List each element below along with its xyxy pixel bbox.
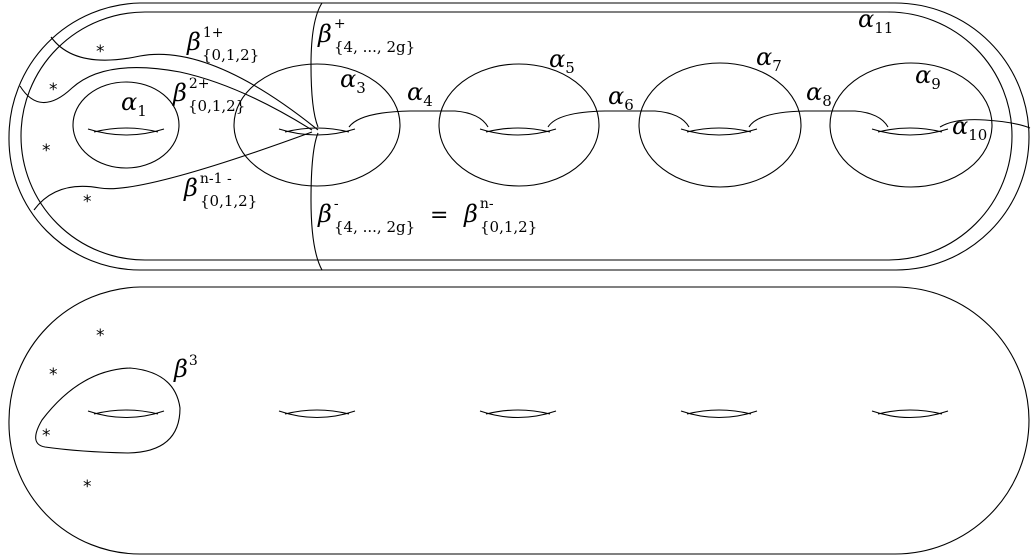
bottom-hole-4 (680, 409, 758, 418)
alpha-9-curve (829, 62, 993, 188)
puncture-2: * (49, 80, 58, 100)
beta-4-2g-minus-label: β-{4, ..., 2g} (317, 196, 415, 236)
alpha-10-curve (939, 119, 1031, 129)
alpha-7-label: α7 (756, 43, 782, 75)
alpha-5-curve (438, 63, 600, 187)
alpha-5-label: α5 (549, 45, 575, 77)
beta-3-label: β3 (173, 353, 198, 383)
hole-3 (479, 127, 557, 136)
beta-n1minus-curve (33, 131, 313, 211)
puncture-3: * (42, 141, 51, 161)
top-surface-outer-boundary (8, 2, 1030, 271)
bottom-surface-outer-boundary (8, 286, 1030, 555)
alpha-4-curve (348, 110, 489, 128)
bottom-puncture-3: * (42, 426, 51, 446)
alpha-3-label: α3 (340, 65, 366, 97)
alpha-7-curve (638, 62, 802, 188)
puncture-1: * (96, 42, 105, 62)
alpha-8-label: α8 (806, 78, 832, 110)
bottom-hole-5 (871, 409, 949, 418)
alpha-11-curve (20, 11, 1013, 261)
alpha-11-label: α11 (858, 5, 893, 37)
bottom-puncture-4: * (83, 477, 92, 497)
equals-sign: = (430, 203, 448, 228)
alpha-1-curve (72, 81, 180, 169)
beta-4-2g-minus-curve (310, 132, 323, 271)
alpha-4-label: α4 (407, 78, 433, 110)
bottom-puncture-2: * (49, 365, 58, 385)
beta-1plus-curve (50, 36, 319, 131)
hole-4 (680, 127, 758, 136)
bottom-hole-3 (479, 409, 557, 418)
puncture-4: * (83, 192, 92, 212)
alpha-6-label: α6 (608, 82, 634, 114)
beta-4-2g-plus-label: β+{4, ..., 2g} (317, 16, 415, 56)
beta-2plus-curve (19, 67, 313, 131)
top-surface: * * * * α1 α3 α4 α5 α6 α7 α8 α9 α10 (8, 2, 1031, 271)
beta-3-curve (35, 367, 181, 454)
alpha-9-label: α9 (915, 61, 941, 93)
alpha-3-curve (233, 63, 401, 187)
alpha-6-curve (547, 110, 690, 128)
hole-5 (871, 127, 949, 136)
bottom-puncture-1: * (96, 326, 105, 346)
bottom-hole-1 (87, 409, 165, 418)
alpha-8-curve (748, 110, 889, 128)
bottom-hole-2 (278, 409, 356, 418)
hole-1 (87, 127, 165, 136)
bottom-surface: * * * * β3 (8, 286, 1030, 555)
alpha-10-label: α10 (952, 112, 987, 144)
beta-4-2g-plus-curve (310, 2, 323, 128)
alpha-1-label: α1 (121, 88, 147, 120)
